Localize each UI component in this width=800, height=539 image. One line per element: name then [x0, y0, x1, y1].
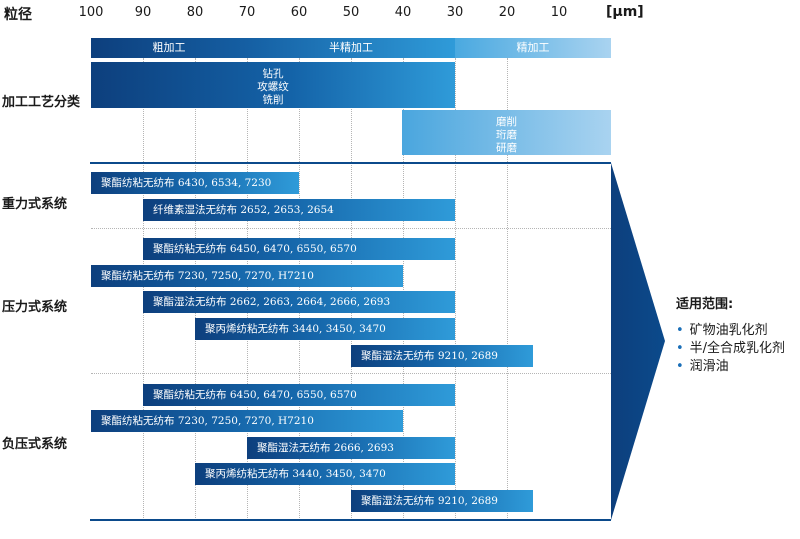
filter-media-bar: 纤维素湿法无纺布 2652, 2653, 2654 [143, 199, 455, 221]
axis-tick: 50 [342, 5, 360, 20]
filter-media-bar: 聚酯湿法无纺布 9210, 2689 [351, 490, 533, 512]
axis-tick: 10 [550, 5, 568, 20]
category-gravity: 重力式系统 [2, 197, 68, 212]
axis-unit: [µm] [606, 4, 644, 20]
processing-rough-block: 钻孔 攻螺纹 铣削 [91, 62, 455, 108]
axis-tick: 100 [78, 5, 104, 20]
bullet-icon: • [676, 323, 684, 338]
legend-title: 适用范围: [676, 297, 734, 312]
legend-item-mineral-oil: •矿物油乳化剂 [676, 323, 768, 338]
category-vacuum: 负压式系统 [2, 437, 68, 452]
axis-tick: 60 [290, 5, 308, 20]
bullet-icon: • [676, 359, 684, 374]
process-line-grinding: 磨削 [496, 116, 517, 128]
phase-semi-fine: 半精加工 [247, 38, 455, 58]
grid-line [455, 58, 456, 520]
grid-line [247, 58, 248, 520]
category-pressure: 压力式系统 [2, 300, 68, 315]
range-arrow-icon [611, 163, 665, 520]
grid-line [143, 58, 144, 520]
axis-tick: 70 [238, 5, 256, 20]
filter-media-bar: 聚酯纺粘无纺布 7230, 7250, 7270, H7210 [91, 410, 403, 432]
axis-tick: 20 [498, 5, 516, 20]
process-line-honing: 珩磨 [496, 129, 517, 141]
filter-media-bar: 聚酯纺粘无纺布 6450, 6470, 6550, 6570 [143, 238, 455, 260]
processing-fine-block: 磨削 珩磨 研磨 [402, 110, 611, 155]
process-line-milling: 铣削 [262, 94, 284, 106]
filter-media-bar: 聚酯纺粘无纺布 6430, 6534, 7230 [91, 172, 299, 194]
axis-title: 粒径 [4, 7, 32, 23]
category-divider [91, 373, 611, 374]
axis-tick: 90 [134, 5, 152, 20]
section-separator-bottom [90, 519, 611, 521]
phase-fine: 精加工 [455, 38, 611, 58]
grid-line [403, 58, 404, 520]
filter-media-bar: 聚酯湿法无纺布 9210, 2689 [351, 345, 533, 367]
process-line-drilling: 钻孔 [262, 68, 284, 80]
filter-media-bar: 聚酯纺粘无纺布 6450, 6470, 6550, 6570 [143, 384, 455, 406]
section-separator-top [90, 162, 611, 164]
legend-item-lubricant: •润滑油 [676, 359, 729, 374]
axis-tick: 40 [394, 5, 412, 20]
legend-item-synthetic-emulsion: •半/全合成乳化剂 [676, 341, 786, 356]
filter-media-bar: 聚酯纺粘无纺布 7230, 7250, 7270, H7210 [91, 265, 403, 287]
phase-rough: 粗加工 [91, 38, 247, 58]
process-line-tapping: 攻螺纹 [257, 81, 289, 93]
grid-line [299, 58, 300, 520]
grid-line [195, 58, 196, 520]
axis-tick: 80 [186, 5, 204, 20]
process-line-lapping: 研磨 [496, 142, 517, 154]
filter-media-bar: 聚丙烯纺粘无纺布 3440, 3450, 3470 [195, 318, 455, 340]
grid-line [507, 58, 508, 520]
processing-label: 加工工艺分类 [2, 95, 81, 110]
axis-tick: 30 [446, 5, 464, 20]
grid-line [351, 58, 352, 520]
filter-media-bar: 聚酯湿法无纺布 2666, 2693 [247, 437, 455, 459]
category-divider [91, 228, 611, 229]
filter-media-bar: 聚丙烯纺粘无纺布 3440, 3450, 3470 [195, 463, 455, 485]
bullet-icon: • [676, 341, 684, 356]
filter-media-bar: 聚酯湿法无纺布 2662, 2663, 2664, 2666, 2693 [143, 291, 455, 313]
